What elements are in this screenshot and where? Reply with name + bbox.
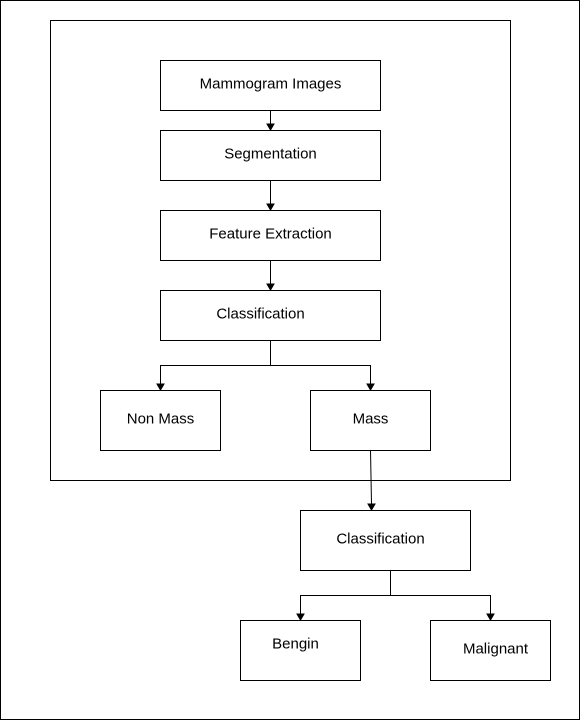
edge-classification-to-non-mass xyxy=(160,340,271,384)
node-mammogram-images: Mammogram Images xyxy=(160,60,381,111)
edge-classification-2-to-malignant xyxy=(390,595,491,614)
arrowhead-non-mass xyxy=(156,383,165,391)
node-bengin: Bengin xyxy=(240,620,361,681)
node-classification-2: Classification xyxy=(300,510,471,571)
node-label-mass: Mass xyxy=(353,411,389,428)
node-label-feature-extraction: Feature Extraction xyxy=(209,226,332,243)
node-classification-1: Classification xyxy=(160,290,381,341)
arrowhead-malignant xyxy=(486,613,495,621)
arrowhead-mass xyxy=(366,383,375,391)
node-label-segmentation: Segmentation xyxy=(224,146,317,163)
edges xyxy=(156,110,495,621)
node-non-mass: Non Mass xyxy=(100,390,221,451)
node-label-bengin: Bengin xyxy=(272,636,319,653)
node-feature-extraction: Feature Extraction xyxy=(160,210,381,261)
node-segmentation: Segmentation xyxy=(160,130,381,181)
edge-classification-to-mass xyxy=(270,365,371,384)
edge-mass-to-classification-2 xyxy=(370,449,372,505)
arrowhead-classification-1 xyxy=(266,283,275,291)
node-label-mammogram-images: Mammogram Images xyxy=(200,76,342,93)
node-mass: Mass xyxy=(310,390,431,451)
node-label-classification-2: Classification xyxy=(336,531,424,548)
node-label-classification-1: Classification xyxy=(216,306,304,323)
arrowhead-feature-extraction xyxy=(266,203,275,211)
node-label-malignant: Malignant xyxy=(463,641,529,658)
inner-container xyxy=(50,20,511,481)
arrowhead-classification-2 xyxy=(367,503,376,511)
node-label-non-mass: Non Mass xyxy=(127,411,195,428)
arrowhead-segmentation xyxy=(266,123,275,131)
edge-classification-2-to-bengin xyxy=(300,570,391,614)
arrowhead-bengin xyxy=(296,613,305,621)
node-malignant: Malignant xyxy=(430,620,551,681)
